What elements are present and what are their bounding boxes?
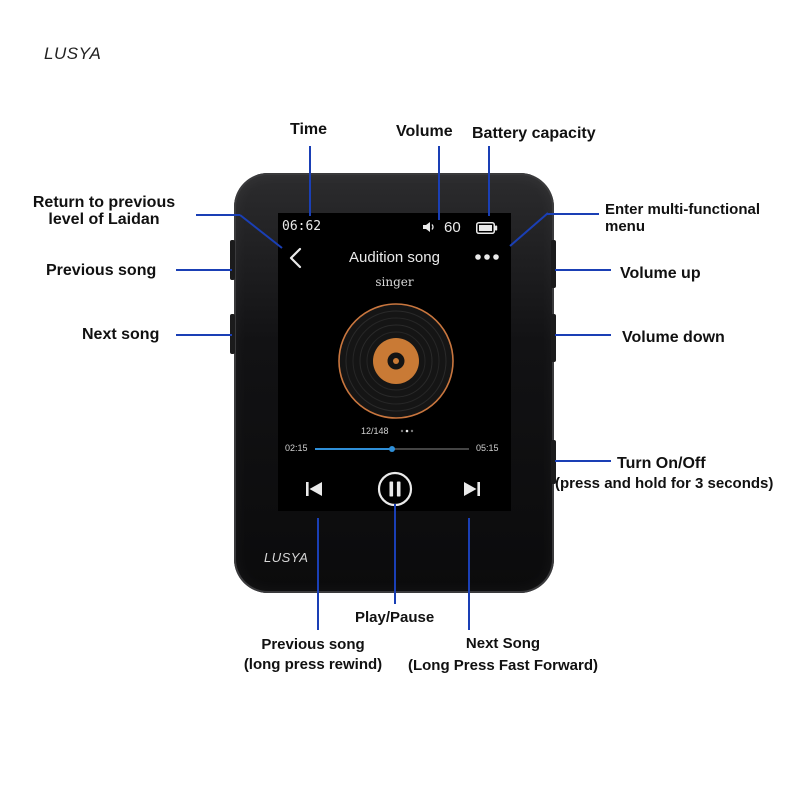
device-brand-text: LUSYA	[264, 550, 309, 565]
callout-line-prev-long	[317, 518, 319, 630]
callout-line-battery	[488, 146, 490, 216]
label-next-long-line2: (Long Press Fast Forward)	[407, 657, 599, 674]
callout-line-next-song	[176, 334, 232, 336]
label-previous-song: Previous song	[46, 262, 157, 279]
callout-line-return-diag	[239, 214, 283, 249]
label-volume-down: Volume down	[622, 329, 725, 346]
callout-line-menu-h	[547, 213, 599, 215]
label-prev-long-line2: (long press rewind)	[243, 656, 383, 673]
speaker-icon	[423, 222, 434, 232]
song-title: Audition song	[349, 249, 440, 266]
label-power-line2: (press and hold for 3 seconds)	[555, 475, 774, 492]
label-menu-line2: menu	[605, 218, 646, 235]
label-time: Time	[290, 121, 328, 138]
back-chevron-icon[interactable]	[288, 247, 304, 269]
battery-icon	[476, 222, 498, 234]
next-track-icon[interactable]	[462, 480, 482, 498]
label-return-line1: Return to previous	[32, 194, 176, 211]
label-next-song: Next song	[82, 326, 160, 343]
volume-down-side-button[interactable]	[551, 314, 556, 362]
artist-name: singer	[375, 275, 414, 289]
previous-track-icon[interactable]	[304, 480, 324, 498]
label-volume-up: Volume up	[620, 265, 701, 282]
progress-knob[interactable]	[389, 446, 395, 452]
volume-up-side-button[interactable]	[551, 240, 556, 288]
label-return-line2: level of Laidan	[48, 211, 160, 228]
callout-line-volume-down	[555, 334, 611, 336]
previous-song-side-button[interactable]	[230, 240, 235, 280]
label-prev-long-line1: Previous song	[261, 636, 365, 653]
callout-line-volume	[438, 146, 440, 220]
label-next-long-line1: Next Song	[465, 635, 541, 652]
label-battery: Battery capacity	[472, 125, 596, 142]
callout-line-return-h	[196, 214, 240, 216]
progress-track[interactable]	[315, 446, 469, 452]
callout-line-menu-diag	[509, 212, 549, 247]
elapsed-time: 02:15	[285, 443, 308, 453]
page-indicator-dots	[400, 429, 414, 433]
power-side-button[interactable]	[551, 440, 556, 484]
track-counter: 12/148	[361, 426, 389, 436]
label-play-pause: Play/Pause	[355, 609, 435, 626]
callout-line-previous-song	[176, 269, 232, 271]
callout-line-play-pause	[394, 504, 396, 604]
player-screen: 06:62 60 Audition song singer 12/148 0	[278, 213, 511, 511]
callout-line-time	[309, 146, 311, 216]
more-options-icon[interactable]	[474, 253, 500, 261]
vinyl-disc-icon	[338, 303, 454, 419]
label-menu-line1: Enter multi-functional	[605, 201, 760, 218]
play-pause-icon[interactable]	[377, 471, 413, 507]
status-time: 06:62	[282, 219, 322, 234]
label-volume: Volume	[396, 123, 453, 140]
status-volume: 60	[444, 219, 461, 236]
label-power-line1: Turn On/Off	[617, 455, 706, 472]
brand-logo-text: LUSYA	[44, 44, 102, 63]
total-time: 05:15	[476, 443, 499, 453]
callout-line-power	[555, 460, 611, 462]
progress-fill	[315, 448, 392, 450]
callout-line-volume-up	[555, 269, 611, 271]
next-song-side-button[interactable]	[230, 314, 235, 354]
callout-line-next-long	[468, 518, 470, 630]
